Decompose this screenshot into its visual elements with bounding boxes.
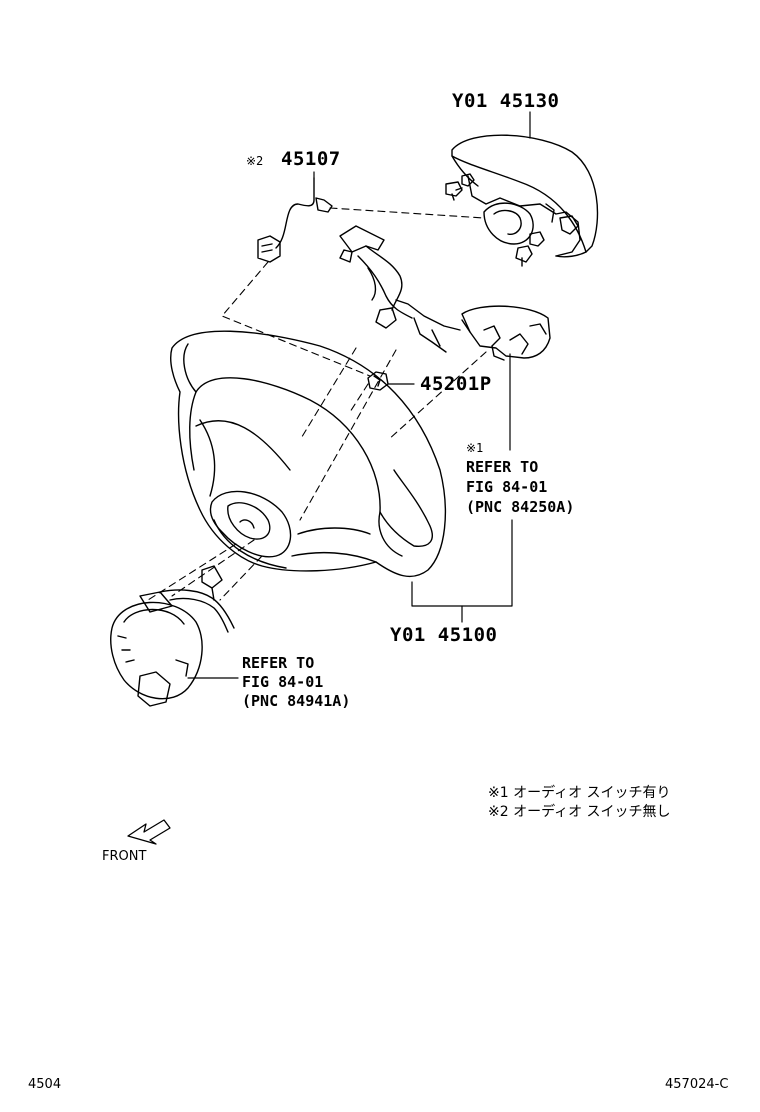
note-mark-2: ※2 — [246, 154, 264, 168]
part-label-wire: 45107 — [281, 148, 341, 170]
leader-lines — [187, 111, 531, 679]
ref-spiral-line1: REFER TO — [242, 654, 315, 672]
ref-spiral-line3: (PNC 84941A) — [242, 692, 351, 710]
ref-switch-line1: REFER TO — [466, 458, 539, 476]
part-label-nut: 45201P — [420, 373, 492, 395]
note-mark-1: ※1 — [466, 441, 484, 455]
audio-switch-harness — [339, 225, 551, 361]
note-2: ※2 オーディオ スイッチ無し — [488, 804, 671, 820]
horn-pad-assembly — [445, 134, 599, 267]
dashed-assembly-lines — [147, 207, 487, 601]
spiral-cable — [110, 565, 235, 707]
page-code-left: 4504 — [28, 1077, 62, 1092]
ref-spiral-line2: FIG 84-01 — [242, 673, 324, 691]
ref-switch-line2: FIG 84-01 — [466, 478, 548, 496]
page-code-right: 457024-C — [665, 1077, 729, 1092]
horn-wire — [257, 177, 333, 263]
note-1: ※1 オーディオ スイッチ有り — [488, 785, 671, 801]
front-arrow-icon — [127, 819, 171, 845]
steering-wheel — [170, 330, 447, 578]
ref-switch-line3: (PNC 84250A) — [466, 498, 575, 516]
part-label-horn-pad: Y01 45130 — [452, 90, 560, 112]
part-label-wheel: Y01 45100 — [390, 624, 498, 646]
front-label: FRONT — [102, 849, 147, 864]
